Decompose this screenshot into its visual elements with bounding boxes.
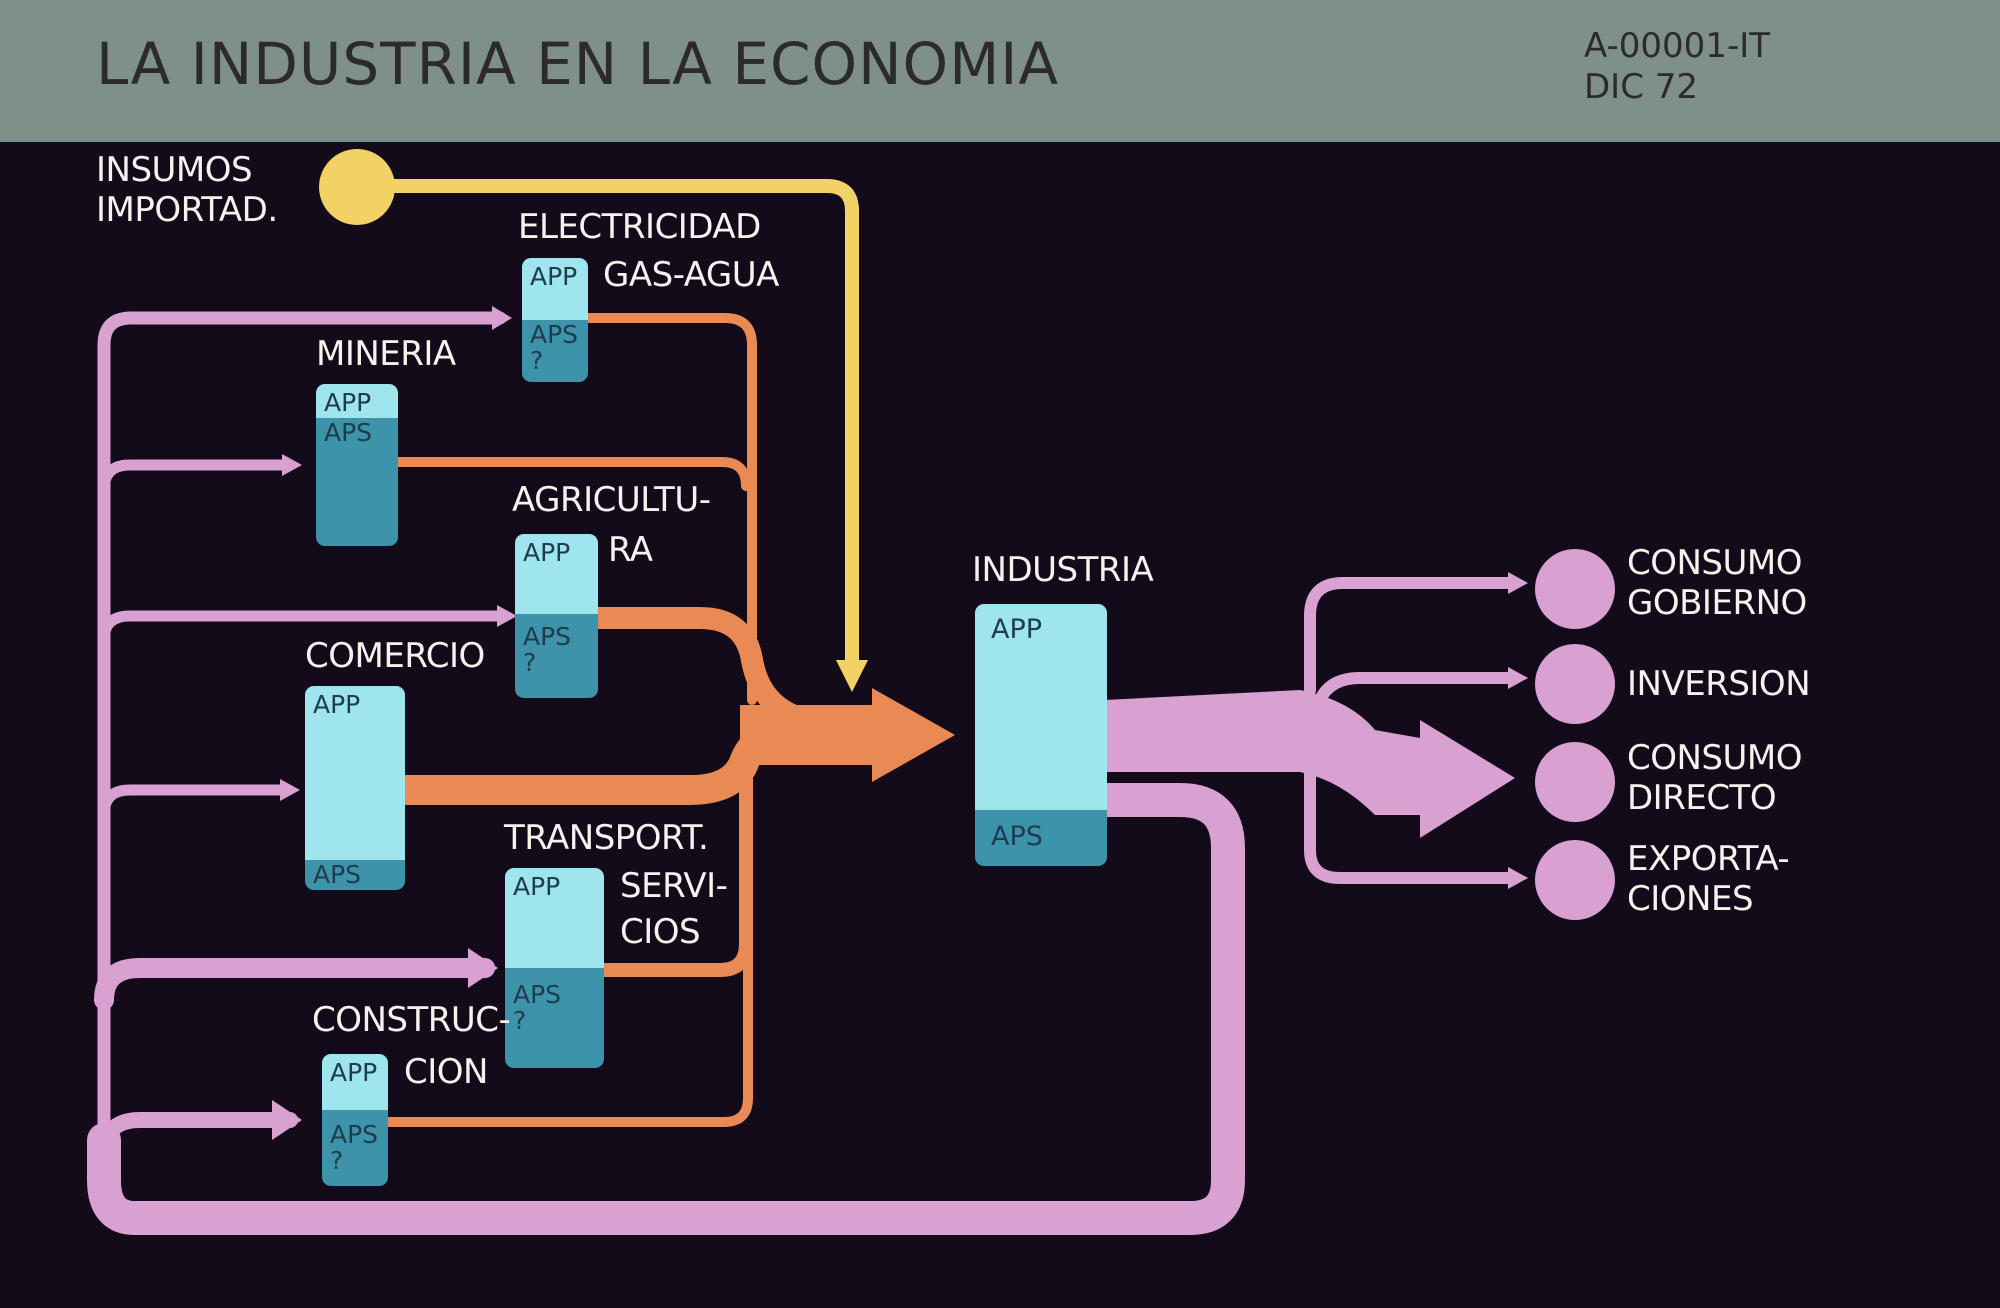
exportaciones-line1: EXPORTA- [1627, 839, 1790, 879]
orange-from-elec [583, 313, 757, 705]
industria-label: INDUSTRIA [972, 550, 1154, 590]
header-bar: LA INDUSTRIA EN LA ECONOMIA A-00001-IT D… [0, 0, 2000, 142]
agricultura-aps-q: ? [523, 648, 537, 677]
comercio-app: APP [305, 686, 405, 860]
exportaciones-node [1535, 840, 1615, 920]
arrow-elec-in [492, 306, 512, 330]
agricultura-aps-label: APS [523, 622, 572, 651]
construccion-box: APP APS ? [322, 1054, 388, 1186]
arrow-agri-in [497, 605, 517, 627]
arrow-transporte-in [468, 948, 498, 988]
electricidad-app: APP [522, 258, 588, 320]
inversion-node [1535, 644, 1615, 724]
arrow-construc-in [272, 1100, 302, 1140]
pink-branch-mineria [98, 459, 296, 496]
electricidad-aps-label: APS [530, 320, 579, 349]
construccion-aps-q: ? [330, 1146, 344, 1175]
consumo-directo-node [1535, 742, 1615, 822]
consumo-directo-label: CONSUMO DIRECTO [1627, 738, 1803, 818]
diagram-title: LA INDUSTRIA EN LA ECONOMIA [96, 30, 1060, 98]
industria-aps: APS [975, 810, 1107, 866]
agricultura-label-2: RA [608, 530, 653, 570]
transporte-label-3: CIOS [620, 912, 701, 952]
arrow-comercio-in [280, 779, 300, 801]
transporte-label-2: SERVI- [620, 866, 728, 906]
pink-branch-comercio [98, 784, 294, 821]
pink-out-inversion [1314, 672, 1521, 706]
pink-branch-transporte [94, 958, 495, 1010]
agricultura-box: APP APS ? [515, 534, 598, 698]
transporte-aps-q: ? [513, 1006, 527, 1035]
arrow-gobierno [1508, 572, 1528, 594]
inversion-label: INVERSION [1627, 664, 1811, 704]
electricidad-label-1: ELECTRICIDAD [518, 207, 761, 247]
construccion-aps-label: APS [330, 1120, 379, 1149]
imports-label: INSUMOS IMPORTAD. [96, 150, 278, 230]
consumo-directo-line1: CONSUMO [1627, 738, 1803, 778]
slide-code: A-00001-IT DIC 72 [1584, 26, 1770, 108]
comercio-aps: APS [305, 860, 405, 890]
construccion-label-1: CONSTRUC- [312, 1000, 511, 1040]
agricultura-app: APP [515, 534, 598, 614]
consumo-gobierno-node [1535, 549, 1615, 629]
pink-trunk-left [97, 311, 507, 1147]
pink-out-exportaciones [1304, 754, 1521, 884]
pink-arrowheads [272, 306, 1528, 1140]
mineria-box: APP APS [316, 384, 398, 546]
consumo-directo-line2: DIRECTO [1627, 778, 1777, 818]
transporte-aps-label: APS [513, 980, 562, 1009]
slide-code-id: A-00001-IT [1584, 26, 1771, 66]
transporte-box: APP APS ? [505, 868, 604, 1068]
arrow-inversion [1508, 667, 1528, 689]
arrow-mineria-in [282, 454, 302, 476]
consumo-gobierno-line2: GOBIERNO [1627, 583, 1807, 623]
orange-from-mineria [393, 457, 751, 491]
agricultura-label-1: AGRICULTU- [512, 480, 711, 520]
orange-from-comercio [390, 715, 805, 805]
construccion-aps: APS ? [322, 1110, 388, 1186]
consumo-gobierno-label: CONSUMO GOBIERNO [1627, 543, 1807, 623]
yellow-imports-arrowhead [836, 660, 868, 692]
imports-label-line1: INSUMOS [96, 150, 253, 190]
industria-box: APP APS [975, 604, 1107, 866]
comercio-box: APP APS [305, 686, 405, 890]
orange-from-construc [383, 895, 753, 1127]
consumo-gobierno-line1: CONSUMO [1627, 543, 1802, 583]
electricidad-aps: APS ? [522, 320, 588, 382]
mineria-app: APP [316, 384, 398, 418]
electricidad-aps-q: ? [530, 346, 544, 375]
orange-from-agri [587, 607, 811, 729]
pink-out-gobierno [1304, 577, 1521, 696]
mineria-label: MINERIA [316, 334, 456, 374]
construccion-label-2: CION [404, 1052, 488, 1092]
pink-branch-construccion [96, 1112, 298, 1163]
mineria-aps: APS [316, 418, 398, 546]
yellow-imports-flow [385, 179, 859, 672]
construccion-app: APP [322, 1054, 388, 1110]
comercio-label: COMERCIO [305, 636, 485, 676]
imports-label-line2: IMPORTAD. [96, 190, 278, 230]
industria-app: APP [975, 604, 1107, 810]
arrow-exportaciones [1508, 867, 1528, 889]
pink-flows [87, 311, 1521, 1235]
pink-return-loop [87, 783, 1245, 1235]
exportaciones-line2: CIONES [1627, 879, 1754, 919]
electricidad-label-2: GAS-AGUA [603, 255, 779, 295]
pink-main-output [1105, 690, 1515, 838]
slide-code-date: DIC 72 [1584, 67, 1699, 107]
agricultura-aps: APS ? [515, 614, 598, 698]
transporte-label-1: TRANSPORT. [504, 818, 709, 858]
transporte-aps: APS ? [505, 968, 604, 1068]
transporte-app: APP [505, 868, 604, 968]
orange-main-arrow [740, 688, 955, 782]
exportaciones-label: EXPORTA- CIONES [1627, 839, 1790, 919]
electricidad-box: APP APS ? [522, 258, 588, 382]
pink-branch-agricultura [98, 610, 511, 646]
imports-node [319, 149, 395, 225]
